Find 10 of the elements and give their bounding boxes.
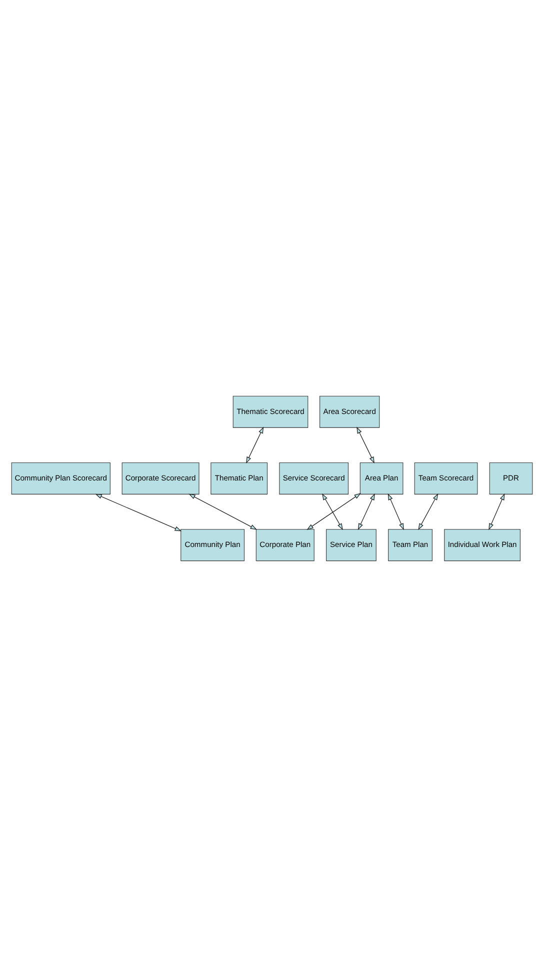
arrow <box>418 493 438 530</box>
arrow <box>322 493 343 530</box>
arrow <box>306 493 361 530</box>
arrow <box>356 426 374 464</box>
arrow <box>188 494 258 530</box>
arrow <box>246 426 264 464</box>
arrow <box>358 493 375 530</box>
arrow <box>95 494 182 532</box>
arrow <box>488 493 505 530</box>
arrow <box>388 493 404 530</box>
